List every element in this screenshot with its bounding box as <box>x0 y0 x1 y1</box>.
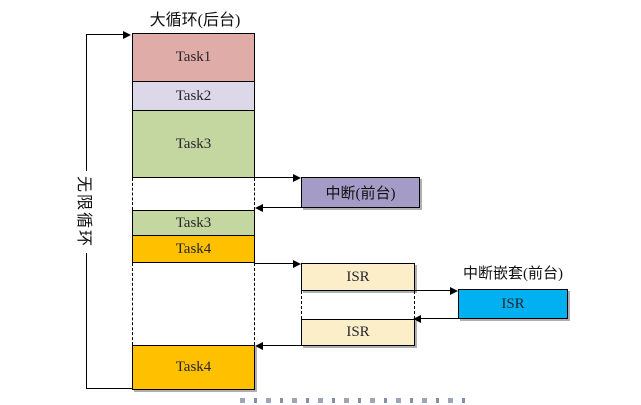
task3-box: Task3 <box>132 110 255 178</box>
interrupt-foreground-box: 中断(前台) <box>301 177 420 208</box>
isr-call-line <box>255 263 293 264</box>
isr-lower-box: ISR <box>301 319 415 346</box>
task1-box: Task1 <box>132 33 255 82</box>
gap1-left-dashed-line <box>132 178 133 210</box>
interrupt-call-arrowhead-icon <box>293 174 301 182</box>
nested-return-arrowhead-icon <box>413 315 421 323</box>
interrupt-call-line <box>255 177 293 178</box>
nested-isr-box: ISR <box>458 289 568 319</box>
nested-call-arrowhead-icon <box>450 287 458 295</box>
nested-interrupt-title: 中断嵌套(前台) <box>463 266 563 282</box>
isr-upper-box: ISR <box>301 263 415 291</box>
gap1-right-dashed-line <box>254 178 255 210</box>
gap2-left-dashed-line <box>132 263 133 345</box>
isr-gap-right-dashed-line <box>414 291 415 319</box>
loop-arrowhead-icon <box>123 31 131 39</box>
infinite-loop-label: 无限循环 <box>74 170 98 254</box>
nested-call-line <box>415 290 450 291</box>
isr-call-arrowhead-icon <box>293 260 301 268</box>
task4-resume-box: Task4 <box>132 345 255 390</box>
task2-box: Task2 <box>132 81 255 111</box>
gap2-right-dashed-line <box>254 263 255 345</box>
interrupt-return-line <box>263 207 301 208</box>
big-loop-title: 大循环(后台) <box>149 12 241 29</box>
isr-return-line <box>263 345 301 346</box>
loop-top-line <box>86 34 123 35</box>
isr-return-arrowhead-icon <box>255 342 263 350</box>
loop-bottom-line <box>86 388 132 389</box>
interrupt-return-arrowhead-icon <box>255 204 263 212</box>
task3-resume-box: Task3 <box>132 210 255 236</box>
nested-return-line <box>421 318 458 319</box>
caption-cropped-text <box>240 398 472 403</box>
isr-gap-left-dashed-line <box>301 291 302 319</box>
task4-box: Task4 <box>132 235 255 263</box>
